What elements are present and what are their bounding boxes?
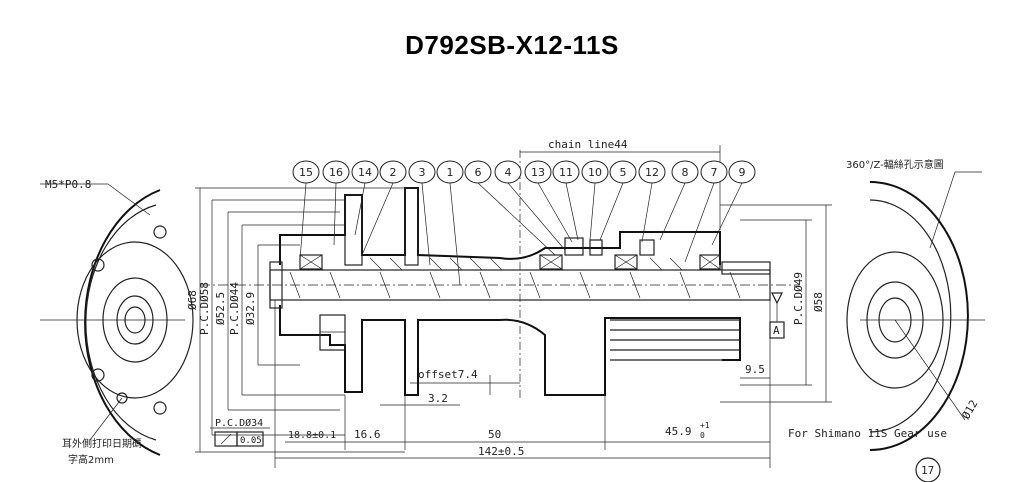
dim-45-9-tol-lo: 0 — [700, 431, 705, 440]
dim-d68: Ø68 — [186, 290, 199, 310]
dim-d329: Ø32.9 — [244, 292, 257, 325]
datum-label: A — [773, 324, 780, 337]
svg-text:14: 14 — [358, 166, 372, 179]
dim-16-6: 16.6 — [354, 428, 381, 441]
part-bubble: 2 — [361, 160, 407, 256]
gear-note: For Shimano 11S Gear use — [788, 427, 947, 440]
part-bubble: 11 — [552, 160, 580, 241]
date-code-note: 耳外側打印日期碼 — [62, 437, 142, 450]
svg-text:12: 12 — [645, 166, 659, 179]
view-number: 17 — [921, 464, 934, 477]
spoke-hole-note: 360°/Z-輻絲孔示意圖 — [846, 158, 944, 171]
thread-label: M5*P0.8 — [45, 178, 91, 191]
pcd34-label: P.C.DØ34 — [215, 417, 263, 429]
hole-diameter: Ø12 — [959, 398, 980, 422]
dim-pcd44: P.C.DØ44 — [228, 282, 241, 335]
part-bubble: 14 — [351, 160, 379, 236]
dim-d58: Ø58 — [812, 292, 825, 312]
part-bubble: 6 — [464, 160, 556, 256]
dim-pcd58: P.C.DØ58 — [198, 282, 211, 335]
part-bubble: 10 — [581, 160, 609, 241]
svg-text:6: 6 — [475, 166, 482, 179]
dim-18-8: 18.8±0.1 — [288, 430, 336, 441]
svg-text:1: 1 — [447, 166, 454, 179]
part-bubble: 8 — [659, 160, 699, 241]
dimension-lines — [195, 145, 832, 468]
part-bubble: 1 — [436, 160, 464, 286]
svg-text:10: 10 — [588, 166, 602, 179]
svg-text:7: 7 — [711, 166, 718, 179]
svg-text:2: 2 — [390, 166, 397, 179]
svg-text:16: 16 — [329, 166, 343, 179]
dim-3-2: 3.2 — [428, 392, 448, 405]
dim-9-5: 9.5 — [745, 363, 765, 376]
svg-text:8: 8 — [682, 166, 689, 179]
svg-text:11: 11 — [559, 166, 573, 179]
dim-50: 50 — [488, 428, 501, 441]
part-bubble: 9 — [711, 160, 756, 246]
dim-d525: Ø52.5 — [214, 292, 227, 325]
hub-section — [200, 187, 800, 396]
dim-pcd49: P.C.DØ49 — [792, 272, 805, 325]
part-bubble: 7 — [684, 160, 728, 263]
drawing-annotations: M5*P0.8 耳外側打印日期碼 字高2mm 360°/Z-輻絲孔示意圖 cha… — [45, 138, 981, 482]
part-bubble: 12 — [638, 160, 666, 243]
right-end-view — [846, 171, 985, 451]
part-bubble: 16 — [322, 160, 350, 246]
svg-text:5: 5 — [620, 166, 627, 179]
offset-label: offset7.4 — [418, 368, 478, 381]
part-bubble: 5 — [599, 160, 637, 241]
part-bubble: 15 — [292, 160, 320, 261]
drawing-title: D792SB-X12-11S — [405, 30, 619, 60]
dim-45-9-tol-up: +1 — [700, 421, 710, 430]
tolerance-value: 0.05 — [240, 436, 262, 446]
dim-45-9: 45.9 — [665, 425, 692, 438]
left-flange-view — [40, 183, 194, 456]
chain-line-label: chain line44 — [548, 138, 628, 151]
svg-text:13: 13 — [531, 166, 545, 179]
svg-text:9: 9 — [739, 166, 746, 179]
char-height-note: 字高2mm — [68, 453, 114, 466]
part-bubble: 3 — [408, 160, 436, 266]
part-bubble: 13 — [524, 160, 573, 243]
svg-text:3: 3 — [419, 166, 426, 179]
part-callouts: 15 16 14 2 3 1 6 4 13 11 10 5 12 8 7 9 — [292, 160, 756, 286]
dim-142: 142±0.5 — [478, 445, 524, 458]
svg-text:15: 15 — [299, 166, 313, 179]
part-bubble: 4 — [494, 160, 566, 251]
svg-text:4: 4 — [505, 166, 512, 179]
